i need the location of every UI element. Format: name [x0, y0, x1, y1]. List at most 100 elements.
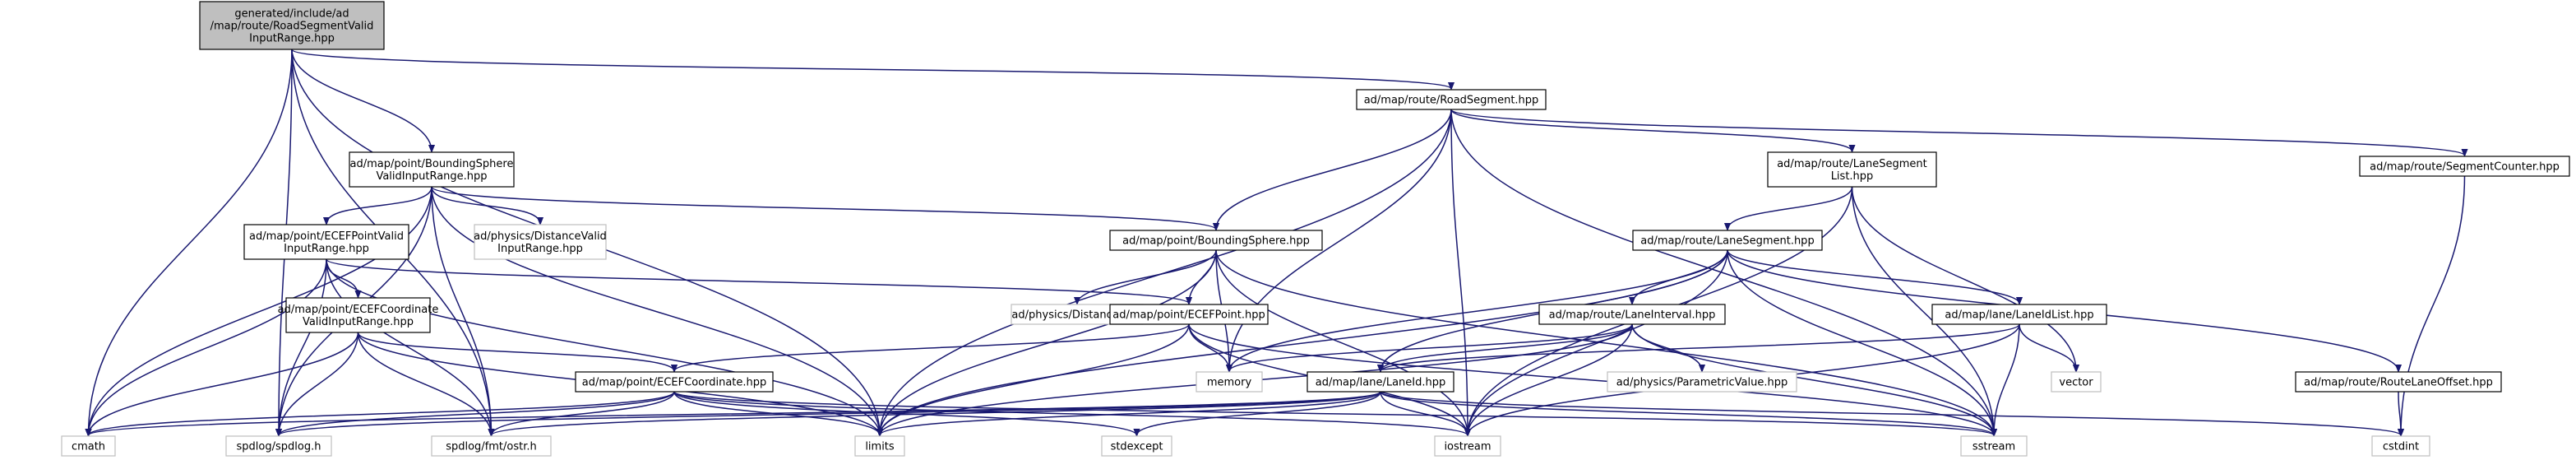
- edge-ecefcvir-to-cmath: [89, 332, 359, 435]
- node-vector-box: [2051, 371, 2102, 393]
- node-memory-label-line-0: memory: [1207, 377, 1252, 389]
- node-ecefcoord-box: [575, 371, 774, 393]
- edge-laneid-to-ostr: [492, 391, 1381, 435]
- edge-roadseg-to-iostream: [1450, 109, 1468, 435]
- edge-ecefpoint-to-sstream: [1188, 323, 1994, 435]
- node-bsvir[interactable]: ad/map/point/BoundingSphereValidInputRan…: [349, 151, 515, 188]
- edge-ecefcoord-to-stdexcept: [673, 391, 1137, 435]
- edge-ecefcvir-to-ostr: [357, 332, 492, 435]
- edge-laneseg-to-iostream: [1468, 249, 1728, 435]
- node-ostr-box: [431, 435, 552, 457]
- node-sstream-label-line-0: sstream: [1972, 441, 2015, 453]
- node-root[interactable]: generated/include/ad/map/route/RoadSegme…: [199, 1, 385, 50]
- node-laneid[interactable]: ad/map/lane/LaneId.hpp: [1306, 371, 1454, 393]
- node-distvir-label-line-0: ad/physics/DistanceValid: [474, 230, 607, 243]
- edge-laneseg-to-sstream: [1727, 249, 1994, 435]
- node-paramvalue-label-line-0: ad/physics/ParametricValue.hpp: [1616, 377, 1787, 389]
- node-laneseg-box: [1632, 230, 1823, 251]
- edge-bsvir-to-ostr: [431, 186, 492, 435]
- node-ecefcvir-label-line-1: ValidInputRange.hpp: [303, 316, 414, 328]
- edge-laneid-to-spdlog: [279, 391, 1381, 435]
- node-limits-label-line-0: limits: [865, 441, 895, 453]
- node-iostream-label-line-0: iostream: [1444, 441, 1491, 453]
- node-root-label-line-2: InputRange.hpp: [249, 33, 335, 45]
- edge-ecefcoord-to-limits: [673, 391, 880, 435]
- node-root-label-line-0: generated/include/ad: [234, 8, 349, 21]
- edge-bs-to-distance: [1077, 249, 1217, 304]
- node-laneinterval[interactable]: ad/map/route/LaneInterval.hpp: [1538, 304, 1726, 325]
- node-laneid-box: [1306, 371, 1454, 393]
- edge-ecefcoord-to-cmath: [89, 391, 675, 435]
- node-ostr-label-line-0: spdlog/fmt/ostr.h: [446, 441, 537, 453]
- edge-roadseg-to-memory: [1229, 109, 1452, 371]
- node-bs-box: [1109, 230, 1323, 251]
- node-bs[interactable]: ad/map/point/BoundingSphere.hpp: [1109, 230, 1323, 251]
- node-cmath-box: [61, 435, 116, 457]
- node-cstdint-label-line-0: cstdint: [2383, 441, 2419, 453]
- edge-ecefcoord-to-sstream: [673, 391, 1994, 435]
- node-iostream-box: [1434, 435, 1501, 457]
- edge-bs-to-sstream: [1215, 249, 1994, 435]
- edge-root-to-roadseg: [291, 49, 1451, 89]
- node-vector: vector: [2051, 371, 2102, 393]
- edge-ecefpvir-to-cmath: [89, 258, 327, 435]
- edge-laneid-to-cmath: [89, 391, 1381, 435]
- edge-lslist-to-vector: [1851, 186, 2077, 371]
- edge-ecefcoord-to-ostr: [492, 391, 675, 435]
- edge-bsvir-to-bs: [431, 186, 1216, 230]
- edge-lslist-to-laneseg: [1727, 186, 1853, 230]
- node-laneidlist[interactable]: ad/map/lane/LaneIdList.hpp: [1931, 304, 2107, 325]
- node-ecefpvir-label-line-1: InputRange.hpp: [284, 243, 369, 255]
- node-ecefcvir-box: [285, 297, 431, 333]
- node-roadseg[interactable]: ad/map/route/RoadSegment.hpp: [1356, 89, 1547, 110]
- edge-laneidlist-to-laneid: [1380, 323, 2020, 371]
- edge-laneinterval-to-laneid: [1380, 323, 1633, 371]
- node-cmath: cmath: [61, 435, 116, 457]
- edge-laneinterval-to-iostream: [1468, 323, 1633, 435]
- node-ecefpoint-box: [1109, 304, 1269, 325]
- edge-ecefcvir-to-spdlog: [279, 332, 359, 435]
- node-limits-box: [854, 435, 905, 457]
- node-distvir-box: [474, 224, 607, 260]
- node-segcounter[interactable]: ad/map/route/SegmentCounter.hpp: [2359, 156, 2570, 177]
- edge-laneid-to-limits: [880, 391, 1381, 435]
- edge-ecefpoint-to-ecefcoord: [674, 323, 1190, 371]
- node-ecefpvir[interactable]: ad/map/point/ECEFPointValidInputRange.hp…: [243, 224, 409, 260]
- node-root-label-line-1: /map/route/RoadSegmentValid: [210, 21, 374, 33]
- node-segcounter-label-line-0: ad/map/route/SegmentCounter.hpp: [2370, 161, 2560, 174]
- node-laneidlist-box: [1931, 304, 2107, 325]
- node-routelaneoffset[interactable]: ad/map/route/RouteLaneOffset.hpp: [2295, 371, 2502, 393]
- edge-laneid-to-cstdint: [1380, 391, 2401, 435]
- node-root-box: [199, 1, 385, 50]
- edge-root-to-cmath: [89, 49, 293, 435]
- node-bsvir-label-line-1: ValidInputRange.hpp: [376, 170, 487, 183]
- node-ostr: spdlog/fmt/ostr.h: [431, 435, 552, 457]
- node-ecefpvir-box: [243, 224, 409, 260]
- edges-layer: [89, 49, 2465, 435]
- node-ecefpoint[interactable]: ad/map/point/ECEFPoint.hpp: [1109, 304, 1269, 325]
- node-ecefcoord[interactable]: ad/map/point/ECEFCoordinate.hpp: [575, 371, 774, 393]
- edge-bsvir-to-cmath: [89, 186, 432, 435]
- node-cstdint: cstdint: [2371, 435, 2430, 457]
- edge-bsvir-to-distvir: [431, 186, 540, 224]
- node-ecefcvir[interactable]: ad/map/point/ECEFCoordinateValidInputRan…: [278, 297, 439, 333]
- node-iostream: iostream: [1434, 435, 1501, 457]
- node-laneinterval-label-line-0: ad/map/route/LaneInterval.hpp: [1549, 309, 1716, 322]
- edge-laneseg-to-limits: [880, 249, 1728, 435]
- node-cmath-label-line-0: cmath: [72, 441, 105, 453]
- node-laneseg-label-line-0: ad/map/route/LaneSegment.hpp: [1640, 235, 1814, 248]
- edge-laneinterval-to-sstream: [1631, 323, 1994, 435]
- nodes-layer: generated/include/ad/map/route/RoadSegme…: [61, 1, 2570, 457]
- edge-segcounter-to-cstdint: [2401, 175, 2466, 435]
- edge-laneseg-to-laneidlist: [1727, 249, 2019, 304]
- node-laneidlist-label-line-0: ad/map/lane/LaneIdList.hpp: [1945, 309, 2093, 322]
- edge-ecefpvir-to-spdlog: [279, 258, 327, 435]
- edge-root-to-bsvir: [291, 49, 432, 151]
- edge-laneid-to-iostream: [1380, 391, 1468, 435]
- node-laneseg[interactable]: ad/map/route/LaneSegment.hpp: [1632, 230, 1823, 251]
- node-stdexcept-box: [1101, 435, 1172, 457]
- node-limits: limits: [854, 435, 905, 457]
- edge-roadseg-to-lslist: [1450, 109, 1852, 151]
- edge-roadseg-to-bs: [1216, 109, 1452, 230]
